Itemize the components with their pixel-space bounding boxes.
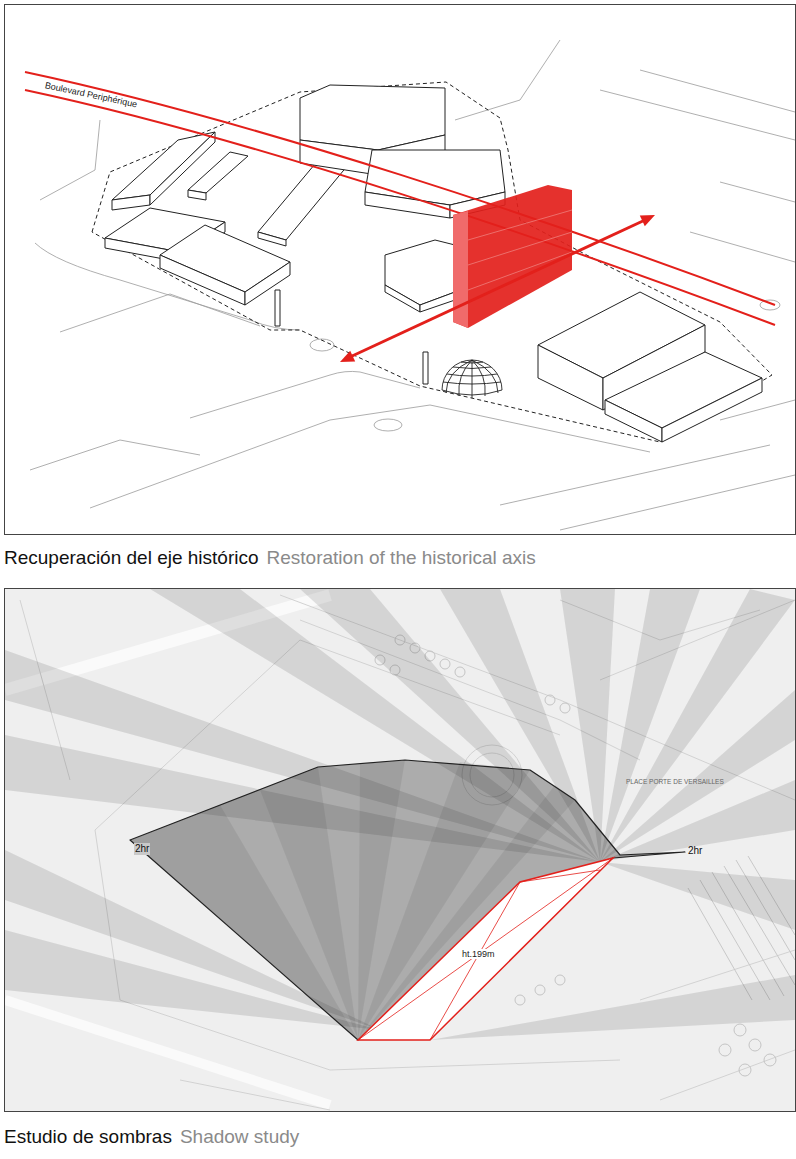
duration-label: 2hr bbox=[688, 845, 702, 857]
site-boundary bbox=[92, 82, 772, 442]
height-label: ht.199m bbox=[461, 949, 496, 959]
shadow-fans bbox=[5, 589, 795, 1040]
panel-frame bbox=[5, 5, 796, 535]
street-name: PLACE PORTE DE VERSAILLES bbox=[626, 778, 724, 785]
caption-english: Restoration of the historical axis bbox=[267, 547, 536, 569]
caption-spanish: Recuperación del eje histórico bbox=[4, 547, 259, 569]
two-hour-zone bbox=[130, 760, 685, 1040]
dome bbox=[442, 360, 502, 398]
boulevard bbox=[25, 72, 775, 325]
axis-arrow bbox=[340, 215, 655, 362]
street-lines bbox=[30, 40, 795, 530]
tower-slab bbox=[453, 185, 572, 328]
caption-spanish: Estudio de sombras bbox=[4, 1126, 172, 1148]
shadow-map bbox=[5, 589, 795, 1110]
road-name: Boulevard Periphérique bbox=[44, 80, 138, 110]
duration-label: 2hr bbox=[134, 843, 150, 855]
panel-frame bbox=[5, 589, 796, 1112]
tower-footprint bbox=[358, 858, 613, 1040]
caption-english: Shadow study bbox=[180, 1126, 299, 1148]
two-hour-outline bbox=[130, 760, 685, 1040]
site-axonometric bbox=[25, 40, 795, 530]
